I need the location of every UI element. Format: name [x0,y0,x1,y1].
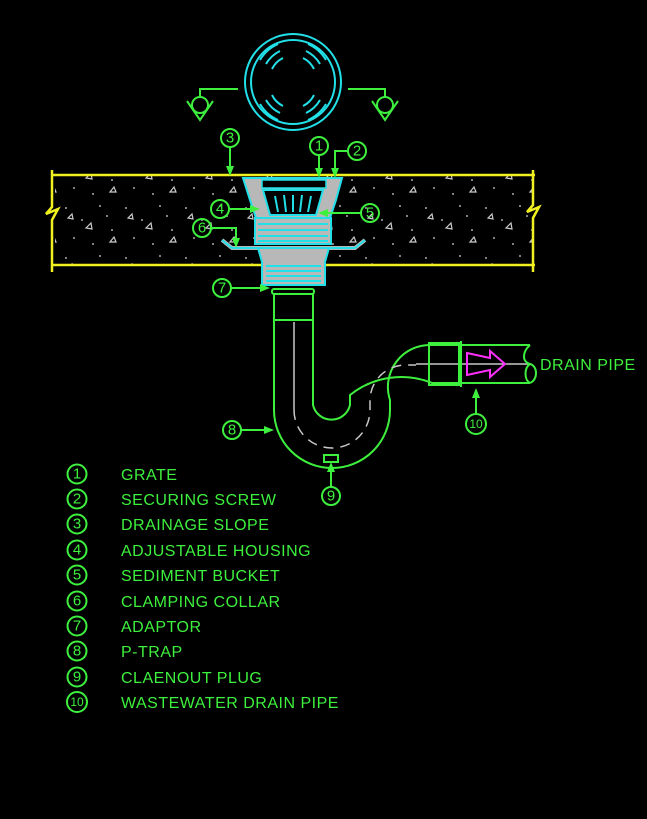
svg-text:ADAPTOR: ADAPTOR [121,619,202,636]
drain-body-section [220,177,367,286]
callout-2: 2 [331,141,367,178]
svg-text:3: 3 [226,130,234,147]
section-marker-right [348,88,399,122]
legend-item: 3 DRAINAGE SLOPE [66,513,269,535]
legend-item: 7 ADAPTOR [66,615,202,637]
callout-1: 1 [309,136,329,178]
svg-text:4: 4 [73,542,81,559]
svg-text:10: 10 [70,695,84,709]
callout-6: 6 [192,218,240,248]
drain-pipe-label: DRAIN PIPE [540,357,636,374]
svg-text:10: 10 [469,417,483,431]
legend-item: 2 SECURING SCREW [66,488,277,510]
p-trap [271,288,537,469]
svg-text:DRAINAGE SLOPE: DRAINAGE SLOPE [121,517,269,534]
svg-text:8: 8 [228,422,236,439]
svg-text:3: 3 [73,516,81,533]
legend-item: 1 GRATE [66,463,177,485]
callout-7: 7 [212,278,270,298]
grate-plan-view [244,33,342,131]
svg-text:CLAMPING COLLAR: CLAMPING COLLAR [121,594,281,611]
legend-item: 6 CLAMPING COLLAR [66,590,281,612]
callout-4: 4 [210,199,260,219]
svg-text:SECURING SCREW: SECURING SCREW [121,492,277,509]
legend-item: 4 ADJUSTABLE HOUSING [66,539,311,561]
svg-text:6: 6 [198,220,206,237]
svg-text:P-TRAP: P-TRAP [121,644,183,661]
callout-8: 8 [222,420,274,440]
svg-text:9: 9 [73,669,81,686]
svg-text:7: 7 [218,280,226,297]
svg-text:8: 8 [73,643,81,660]
svg-text:2: 2 [353,143,361,160]
svg-text:9: 9 [327,488,335,505]
svg-text:7: 7 [73,618,81,635]
svg-text:WASTEWATER DRAIN PIPE: WASTEWATER DRAIN PIPE [121,695,339,712]
svg-text:6: 6 [73,593,81,610]
section-marker-left [186,88,238,122]
svg-text:1: 1 [315,138,323,155]
svg-text:ADJUSTABLE HOUSING: ADJUSTABLE HOUSING [121,543,311,560]
legend-item: 8 P-TRAP [66,640,183,662]
callout-9: 9 [321,462,341,506]
legend-item: 5 SEDIMENT BUCKET [66,564,280,586]
svg-text:4: 4 [216,201,224,218]
svg-text:1: 1 [73,466,81,483]
svg-text:CLAENOUT PLUG: CLAENOUT PLUG [121,670,262,687]
legend-item: 10 WASTEWATER DRAIN PIPE [66,691,339,713]
legend: 1 GRATE 2 SECURING SCREW 3 DRAINAGE SLOP… [66,463,339,713]
svg-text:GRATE: GRATE [121,467,177,484]
svg-text:SEDIMENT BUCKET: SEDIMENT BUCKET [121,568,280,585]
legend-item: 9 CLAENOUT PLUG [66,666,262,688]
callout-3: 3 [220,128,240,176]
svg-text:5: 5 [366,205,374,222]
svg-text:2: 2 [73,491,81,508]
svg-text:5: 5 [73,567,81,584]
callout-10: 10 [465,388,487,435]
callout-5: 5 [318,203,380,223]
flow-arrow-icon [466,348,507,380]
